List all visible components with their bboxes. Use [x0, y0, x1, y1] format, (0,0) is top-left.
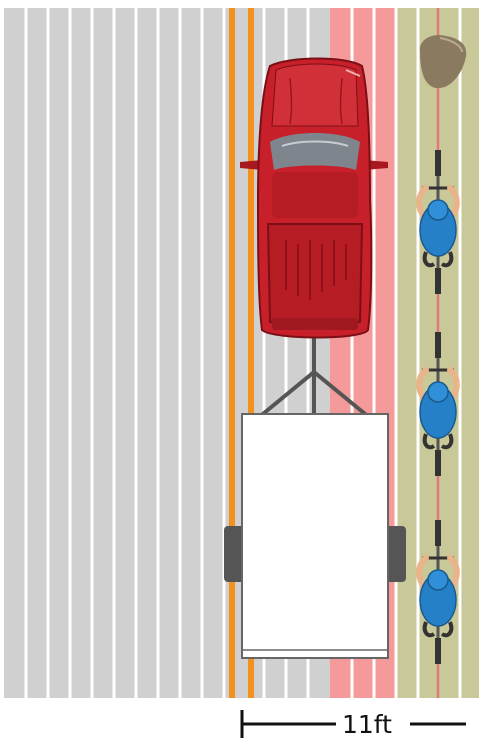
truck-bed [268, 224, 362, 322]
truck-roof [272, 172, 358, 218]
measurement-label: 11ft [342, 710, 392, 738]
pickup-truck-icon [240, 59, 388, 338]
measurement-indicator: 11ft [242, 710, 466, 738]
trailer-body [242, 414, 388, 658]
truck-hood [272, 64, 358, 126]
trailer-icon [224, 414, 406, 658]
truck-tailgate [272, 318, 358, 330]
truck-windshield [270, 133, 360, 170]
